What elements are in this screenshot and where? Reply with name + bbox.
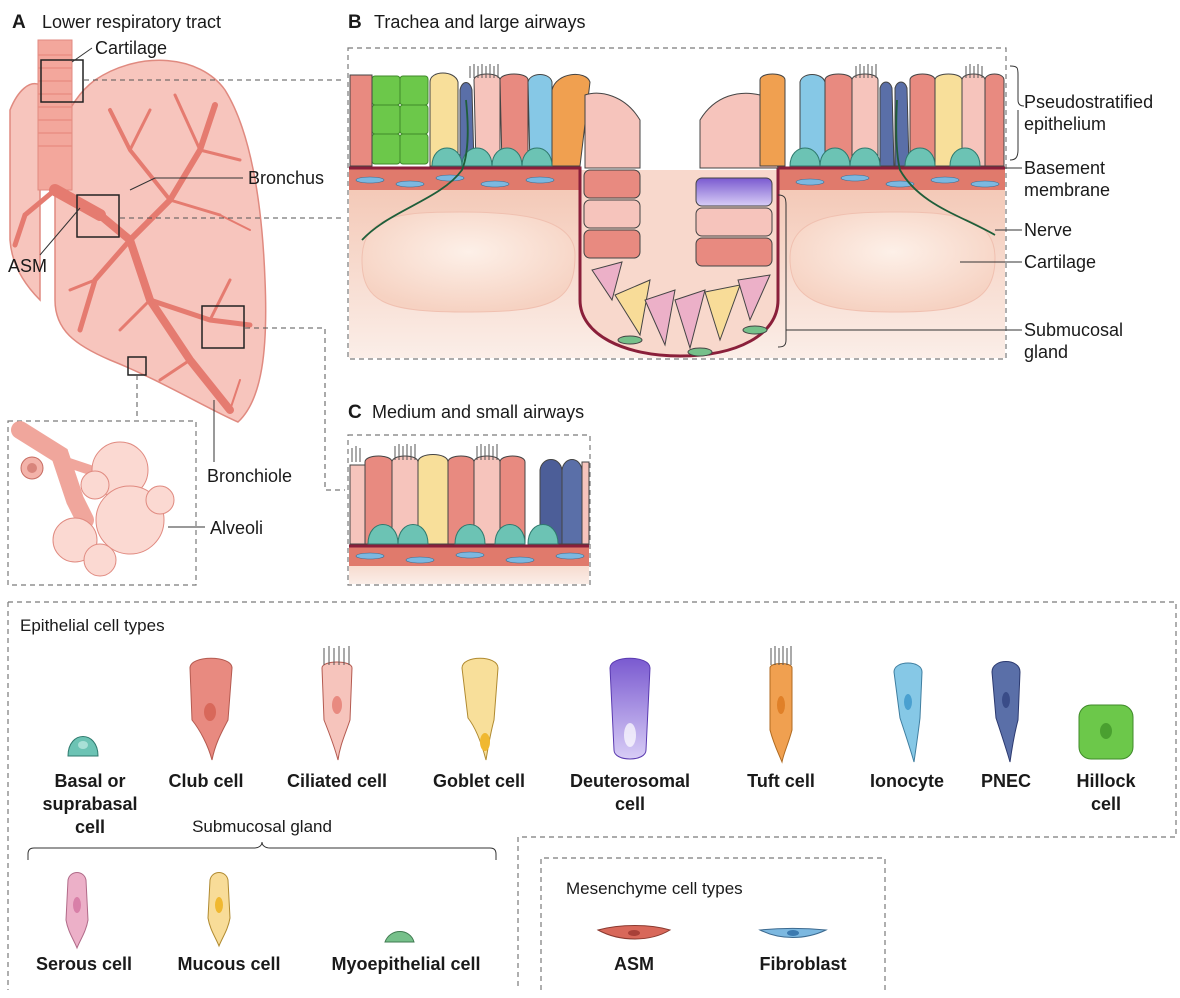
- label-pseudostratified-1: Pseudostratified: [1024, 92, 1153, 112]
- deuterosomal-cell-name-1: Deuterosomal: [570, 771, 690, 791]
- label-asm-a: ASM: [8, 256, 47, 276]
- myoepithelial-cell-name: Myoepithelial cell: [331, 954, 480, 974]
- hillock-cell-name-2: cell: [1091, 794, 1121, 814]
- panel-a: A Lower respiratory tract: [8, 12, 345, 585]
- panel-c-letter: C: [348, 402, 362, 423]
- label-cartilage-b: Cartilage: [1024, 252, 1096, 272]
- label-submucosal-2: gland: [1024, 342, 1068, 362]
- basal-cell-name-1: Basal or: [54, 771, 125, 791]
- ionocyte-icon: [894, 663, 922, 762]
- goblet-cell-name: Goblet cell: [433, 771, 525, 791]
- basal-cell-name-2: suprabasal: [42, 794, 137, 814]
- cartilage-plate-left: [362, 212, 575, 312]
- right-lung-shape: [55, 60, 266, 422]
- ionocyte-name: Ionocyte: [870, 771, 944, 791]
- label-basement-1: Basement: [1024, 158, 1105, 178]
- basal-cell-name-3: cell: [75, 817, 105, 837]
- label-alveoli: Alveoli: [210, 518, 263, 538]
- ciliated-cell-name: Ciliated cell: [287, 771, 387, 791]
- panel-a-title: Lower respiratory tract: [42, 12, 221, 32]
- myoepithelial-cell-icon: [385, 932, 414, 943]
- label-submucosal-1: Submucosal: [1024, 320, 1123, 340]
- panel-a-letter: A: [12, 12, 26, 33]
- pnec-icon: [992, 662, 1020, 763]
- asm-cell-name: ASM: [614, 954, 654, 974]
- panel-c-title: Medium and small airways: [372, 402, 584, 422]
- hillock-cells: [372, 76, 428, 164]
- pnec-name: PNEC: [981, 771, 1031, 791]
- epithelium-right: [760, 64, 1004, 166]
- label-nerve: Nerve: [1024, 220, 1072, 240]
- legend-epithelial: Epithelial cell types Basal or suprabasa…: [8, 602, 1176, 990]
- mesenchyme-title: Mesenchyme cell types: [566, 879, 743, 898]
- fibroblast-cell-name: Fibroblast: [759, 954, 846, 974]
- label-pseudostratified-2: epithelium: [1024, 114, 1106, 134]
- epithelium-left: [350, 64, 590, 166]
- epithelium-c: [350, 444, 589, 544]
- panel-b: B Trachea and large airways: [348, 12, 1153, 362]
- club-cell-name: Club cell: [168, 771, 243, 791]
- epithelial-title: Epithelial cell types: [20, 616, 165, 635]
- submucosal-title: Submucosal gland: [192, 817, 332, 836]
- panel-c: C Medium and small airways: [348, 402, 590, 585]
- hillock-cell-name-1: Hillock: [1076, 771, 1136, 791]
- goblet-cell-icon: [462, 658, 498, 760]
- deuterosomal-cell-name-2: cell: [615, 794, 645, 814]
- legend-submucosal: Submucosal gland Serous cell Mucous cell…: [28, 817, 496, 974]
- panel-b-letter: B: [348, 12, 362, 33]
- trachea: [38, 40, 72, 190]
- legend-mesenchyme: Mesenchyme cell types ASM Fibroblast: [541, 858, 885, 990]
- tuft-cell-name: Tuft cell: [747, 771, 815, 791]
- serous-cell-name: Serous cell: [36, 954, 132, 974]
- label-bronchiole: Bronchiole: [207, 466, 292, 486]
- label-cartilage-a: Cartilage: [95, 38, 167, 58]
- label-basement-2: membrane: [1024, 180, 1110, 200]
- mucous-cell-name: Mucous cell: [177, 954, 280, 974]
- alveoli-illustration: [20, 430, 174, 576]
- panel-b-title: Trachea and large airways: [374, 12, 585, 32]
- label-bronchus: Bronchus: [248, 168, 324, 188]
